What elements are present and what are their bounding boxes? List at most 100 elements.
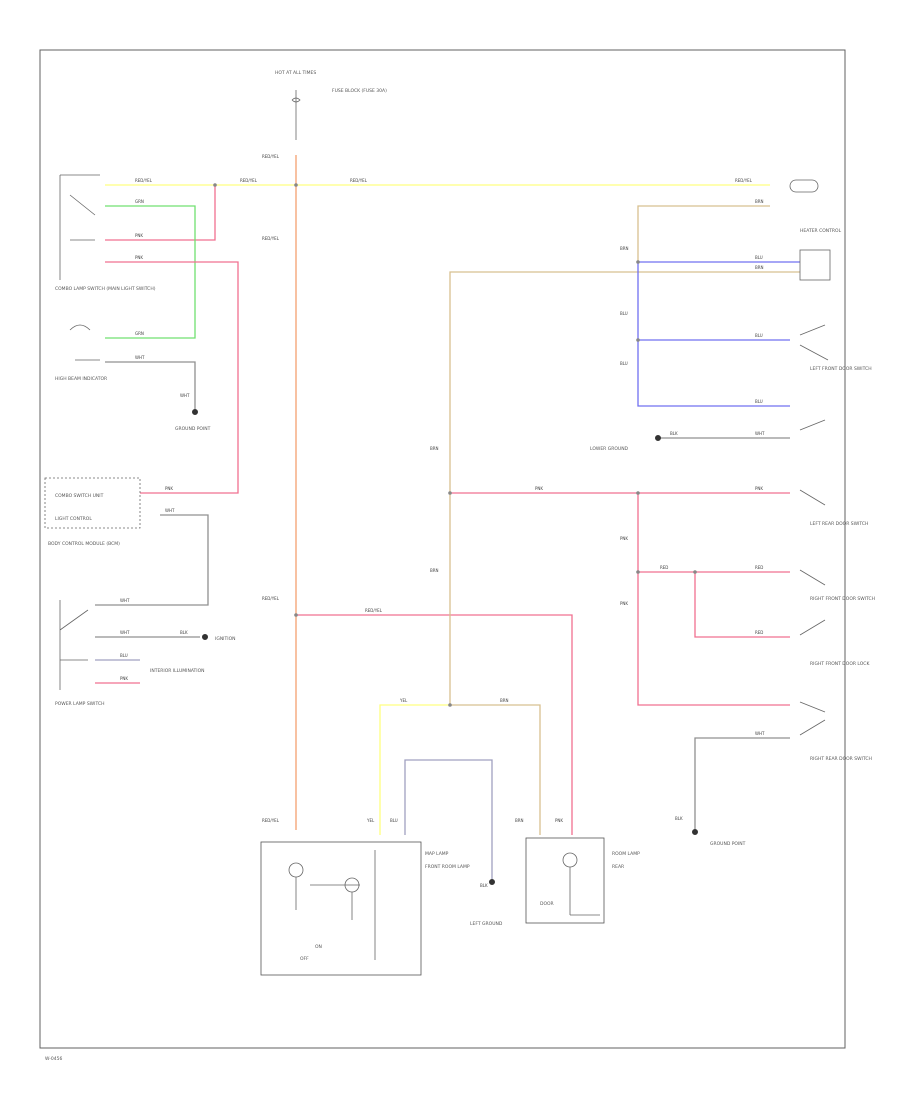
switch-on-label: ON: [315, 944, 322, 950]
ground-1-label: GROUND POINT: [175, 426, 211, 432]
wire-label: WHT: [135, 355, 145, 360]
wire-label: BLK: [670, 431, 678, 436]
bcm-sub-label: LIGHT CONTROL: [55, 516, 92, 522]
right-front-lock-label: RIGHT FRONT DOOR LOCK: [810, 661, 870, 667]
wire-label: BRN: [620, 246, 629, 251]
wire-brn-room-lamp: [450, 704, 541, 835]
ground-left-label: LEFT GROUND: [470, 921, 503, 927]
bcm-head-label: COMBO SWITCH UNIT: [55, 493, 104, 499]
wire-label: YEL: [366, 818, 375, 823]
junction-dot: [636, 338, 640, 342]
ground-symbol: [655, 435, 661, 441]
wire-label: BLU: [620, 361, 628, 366]
wire-label: PNK: [165, 486, 173, 491]
wire-label: RED/YEL: [365, 608, 383, 613]
room-lamp-box: [525, 837, 605, 924]
wire-label: BRN: [755, 265, 764, 270]
wire-label: BRN: [755, 199, 764, 204]
lower-ground-switch-icon: [799, 419, 826, 431]
wire-pnk-bcm: [105, 261, 239, 494]
junction-dot: [294, 613, 298, 617]
wire-label: RED/YEL: [735, 178, 753, 183]
wire-label: PNK: [620, 536, 628, 541]
wire-label: BRN: [515, 818, 524, 823]
wire-grn-left: [105, 205, 196, 339]
wire-label: BLU: [755, 399, 763, 404]
ground-symbol: [202, 634, 208, 640]
left-front-door-label: LEFT FRONT DOOR SWITCH: [810, 366, 872, 372]
wire-label: RED/YEL: [262, 596, 280, 601]
wire-label: WHT: [120, 630, 130, 635]
high-beam-icon: [69, 324, 100, 361]
wire-wht-bcm-switch: [95, 514, 209, 606]
high-beam-label: HIGH BEAM INDICATOR: [55, 376, 107, 382]
wire-yel-map-lamp: [379, 704, 450, 835]
wire-label: RED/YEL: [350, 178, 368, 183]
wire-label: BRN: [500, 698, 509, 703]
wire-label: BRN: [430, 446, 439, 451]
wire-label: RED/YEL: [262, 818, 280, 823]
junction-dot: [636, 570, 640, 574]
wire-label: RED: [755, 630, 763, 635]
junction-dot: [636, 491, 640, 495]
left-front-door-switch-icon: [799, 324, 829, 361]
wire-label: WHT: [180, 393, 190, 398]
right-front-door-label: RIGHT FRONT DOOR SWITCH: [810, 596, 875, 602]
junction-dot: [213, 183, 217, 187]
left-rear-door-label: LEFT REAR DOOR SWITCH: [810, 521, 868, 527]
wire-label: BLU: [620, 311, 628, 316]
wire-pnk-right-vertical: [637, 493, 790, 706]
diagram-frame: [39, 49, 846, 1049]
indicator-label: INTERIOR ILLUMINATION: [150, 668, 205, 674]
wire-brn-heater-top: [637, 205, 770, 262]
wire-label: PNK: [135, 255, 143, 260]
power-switch-label: POWER LAMP SWITCH: [55, 701, 104, 707]
wire-label: GRN: [135, 331, 144, 336]
wire-label: YEL: [399, 698, 408, 703]
right-front-door-switch-icon: [799, 569, 826, 586]
junction-dot: [448, 491, 452, 495]
combo-switch-label: COMBO LAMP SWITCH (MAIN LIGHT SWITCH): [55, 286, 156, 292]
power-switch-icon: [59, 600, 89, 690]
wire-brn-vertical: [449, 271, 800, 705]
map-lamp-label: MAP LAMP: [425, 851, 449, 857]
room-lamp-circuit: [569, 867, 600, 916]
right-rear-door-label: RIGHT REAR DOOR SWITCH: [810, 756, 872, 762]
switch-off-label: OFF: [300, 956, 309, 962]
map-lamp-circuit: [295, 850, 376, 960]
room-lamp-sub-label: REAR: [612, 864, 624, 870]
heater-control-label: HEATER CONTROL: [800, 228, 842, 234]
wire-wht-ground-right: [694, 737, 790, 830]
heater-control-connector: [799, 249, 831, 281]
bcm-name-label: BODY CONTROL MODULE (BCM): [48, 541, 120, 547]
wire-red-rf-lock: [694, 572, 790, 638]
wire-label: RED/YEL: [135, 178, 153, 183]
wire-label: WHT: [755, 431, 765, 436]
junction-dot: [636, 260, 640, 264]
wire-label: RED/YEL: [262, 154, 280, 159]
wire-label: RED: [660, 565, 668, 570]
wire-label: WHT: [120, 598, 130, 603]
wire-label: PNK: [120, 676, 128, 681]
wire-label: GRN: [135, 199, 144, 204]
wire-vio-map-ground: [404, 759, 493, 880]
map-lamp-box: [260, 841, 422, 976]
ground-symbol: [489, 879, 495, 885]
wire-label: PNK: [135, 233, 143, 238]
room-lamp-label: ROOM LAMP: [612, 851, 640, 857]
wire-label: BRN: [430, 568, 439, 573]
wire-label: BLK: [480, 883, 488, 888]
wire-label: PNK: [620, 601, 628, 606]
wire-label: BLU: [755, 333, 763, 338]
wire-blu-vertical: [637, 262, 790, 407]
ground-symbol: [192, 409, 198, 415]
junction-dot: [294, 183, 298, 187]
wire-pnk-left-top: [105, 185, 216, 241]
connector-top-right: [789, 179, 819, 193]
ground-symbol: [692, 829, 698, 835]
wire-label: WHT: [755, 731, 765, 736]
wire-label: RED/YEL: [240, 178, 258, 183]
combo-switch-icon: [59, 174, 100, 280]
